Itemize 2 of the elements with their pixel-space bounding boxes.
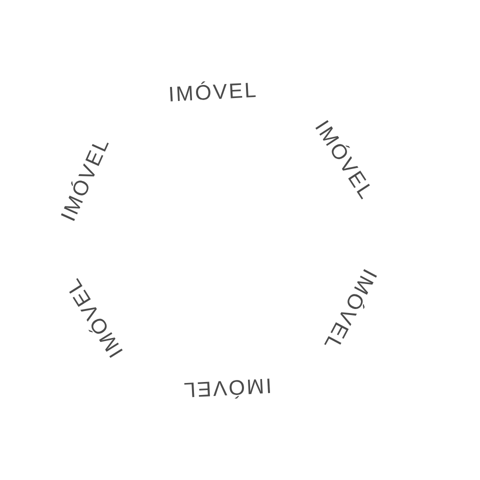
circular-text: IMÓVEL [170, 81, 256, 102]
circular-text: IMÓVEL [184, 378, 270, 399]
